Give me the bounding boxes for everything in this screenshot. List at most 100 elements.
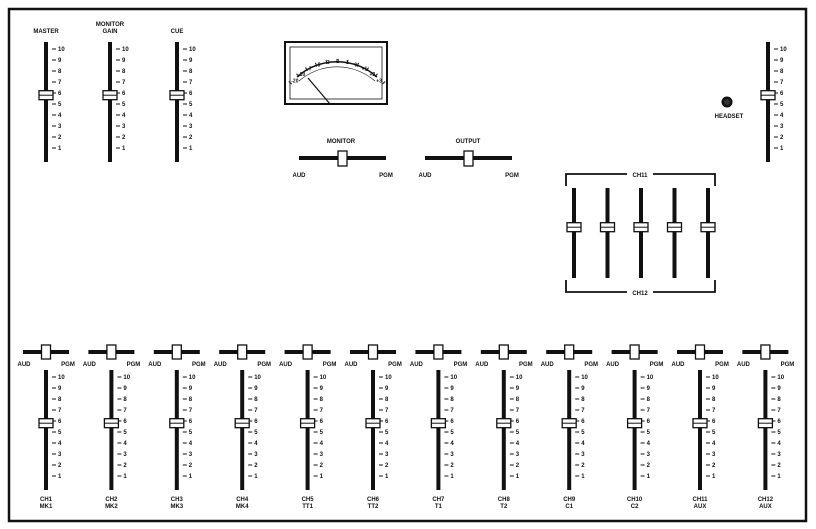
channel-fader-3-scale-label: 1 <box>189 474 193 480</box>
vu-meter-scale-label: 0 <box>354 62 357 68</box>
channel-fader-12-scale-label: 9 <box>777 386 781 392</box>
channel-fader-4-scale-label: 8 <box>254 397 258 403</box>
channel-fader-11-scale-label: 1 <box>712 474 716 480</box>
channel-switch-5-knob[interactable] <box>302 344 313 360</box>
vu-meter-scale-label: -7 <box>307 66 312 72</box>
channel-switch-8-knob[interactable] <box>498 344 509 360</box>
top-fader-2-track <box>108 42 112 162</box>
channel-fader-8-scale-label: 4 <box>516 441 520 447</box>
channel-switch-6-knob[interactable] <box>367 344 379 360</box>
channel-switch-11-knob[interactable] <box>694 344 706 360</box>
channel-fader-4-scale-label: 6 <box>254 419 258 425</box>
vu-meter-scale-label: -20 <box>291 79 298 85</box>
top-fader-label: MONITOR <box>96 22 125 28</box>
channel-fader-3-scale-label: 8 <box>189 397 193 403</box>
channel-fader-3-track <box>174 370 179 490</box>
channel-fader-4-scale-label: 4 <box>254 441 258 447</box>
group-fader-2[interactable] <box>599 188 616 278</box>
top-fader-1-scale-label: 4 <box>58 113 62 119</box>
channel-fader-6-scale-label: 2 <box>385 463 389 469</box>
channel-name: CH10 <box>627 497 643 503</box>
headset-jack[interactable] <box>721 96 733 108</box>
group-fader-3[interactable] <box>633 188 649 278</box>
channel-switch-1-knob[interactable] <box>40 344 52 360</box>
channel-name: CH12 <box>758 497 774 503</box>
monitor-switch-knob[interactable] <box>337 150 348 167</box>
channel-fader-1-track <box>44 370 48 490</box>
vu-meter: -20-10-7-5-3-2-10+1+2+3 <box>284 41 388 105</box>
channel-source: TT1 <box>302 504 313 510</box>
group-fader-5[interactable] <box>700 188 716 278</box>
channel-switch-5-right-label: PGM <box>323 362 337 368</box>
monitor-switch[interactable]: MONITOR AUD PGM <box>293 139 393 179</box>
headset-jack-center <box>724 99 730 105</box>
channel-fader-9-scale-label: 6 <box>581 419 585 425</box>
channel-fader-2-scale-label: 5 <box>123 430 127 436</box>
channel-switch-10-knob[interactable] <box>629 344 640 360</box>
channel-switch-4-knob[interactable] <box>237 344 248 360</box>
top-fader-3-track <box>175 42 179 162</box>
headset-fader-track <box>766 42 770 162</box>
group-fader-1[interactable] <box>566 188 582 278</box>
channel-fader-2-scale-label: 2 <box>123 463 127 469</box>
channel-fader-5-scale-label: 7 <box>320 408 324 414</box>
channel-fader-1-scale-label: 1 <box>58 474 62 480</box>
channel-fader-2-scale-label: 6 <box>123 419 127 425</box>
channel-fader-11-track <box>698 370 702 490</box>
channel-fader-2-scale-label: 9 <box>123 386 127 392</box>
group-fader-4[interactable] <box>666 188 683 278</box>
channel-fader-12-scale-label: 1 <box>777 474 781 480</box>
top-fader-1-scale-label: 10 <box>58 47 65 53</box>
channel-source: MK4 <box>236 504 249 510</box>
channel-fader-9-scale-label: 7 <box>581 408 585 414</box>
channel-switch-7-knob[interactable] <box>433 344 444 360</box>
channel-switch-12-knob[interactable] <box>760 344 771 360</box>
vu-meter-face <box>289 46 383 100</box>
channel-name: CH5 <box>302 497 315 503</box>
group-bracket: CH11 CH12 <box>565 169 716 297</box>
channel-fader-6-scale-label: 5 <box>385 430 389 436</box>
headset-fader-scale-label: 6 <box>780 91 784 97</box>
channel-fader-1-scale-label: 5 <box>58 430 62 436</box>
channel-fader-6-scale-label: 9 <box>385 386 389 392</box>
headset-fader-scale-label: 10 <box>780 47 787 53</box>
channel-switch-2-knob[interactable] <box>106 344 117 360</box>
channel-fader-4-scale-label: 2 <box>254 463 258 469</box>
channel-fader-4-scale-label: 9 <box>254 386 258 392</box>
output-switch-knob[interactable] <box>463 150 474 167</box>
channel-switch-6-right-label: PGM <box>388 362 402 368</box>
channel-fader-5-scale-label: 6 <box>320 419 324 425</box>
top-fader-3-scale-label: 1 <box>189 146 193 152</box>
output-switch[interactable]: OUTPUT AUD PGM <box>419 139 519 179</box>
channel-switch-3-knob[interactable] <box>171 344 182 360</box>
channel-switch-9-knob[interactable] <box>564 344 575 360</box>
